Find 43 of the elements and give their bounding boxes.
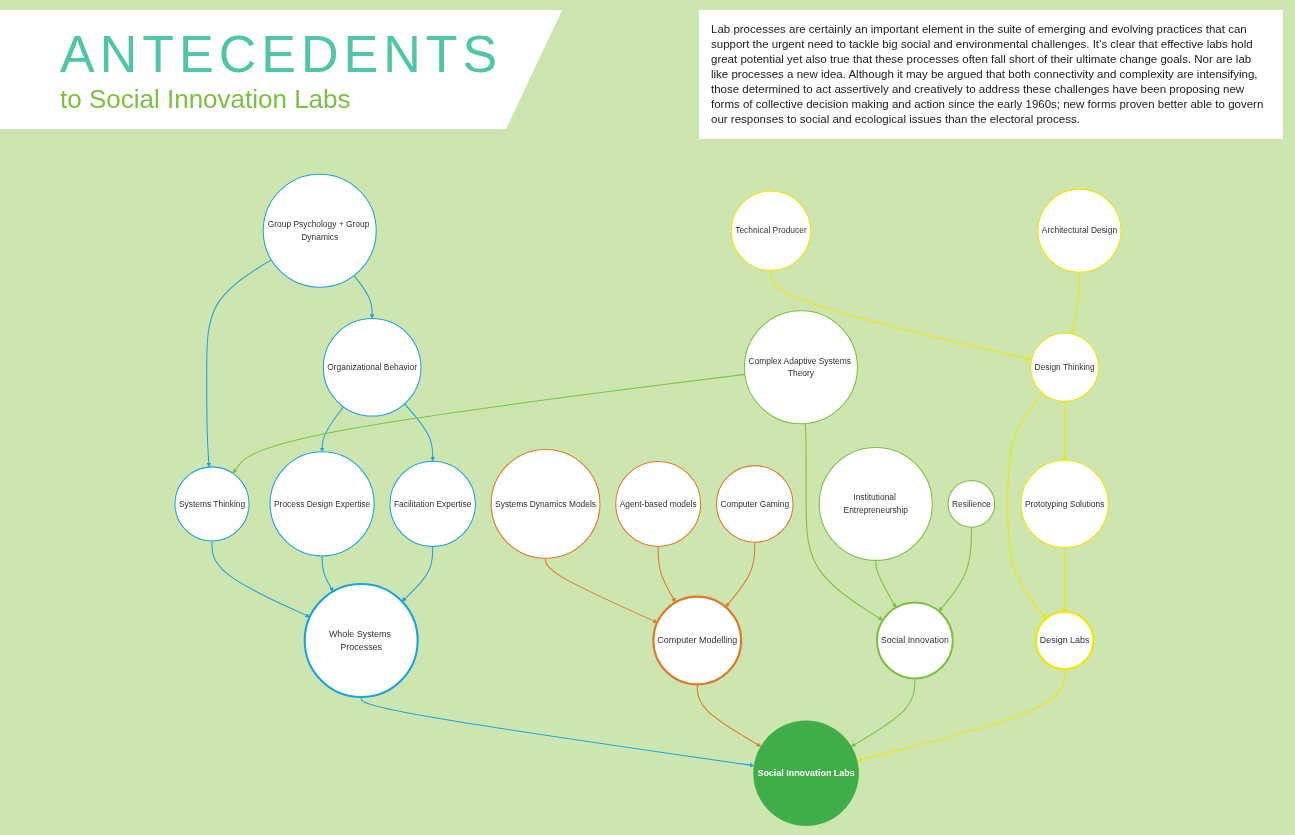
node-circle: Resilience [947,480,995,528]
node-circle: Social Innovation [875,601,954,680]
arrow [205,259,272,468]
arrow [319,406,344,453]
arrow [1006,392,1046,619]
arrow [360,696,754,768]
node-circle: Computer Modelling [651,595,742,686]
arrow [353,274,374,319]
node-circle: Facilitation Expertise [388,460,476,548]
arrow [1070,271,1080,335]
arrow [211,540,310,618]
node-circle: Design Labs [1034,610,1094,671]
node-circle: Architectural Design [1036,188,1122,273]
arrow [874,559,896,608]
arrow [804,423,883,621]
arrow [1061,400,1067,461]
node-circle: Agent-based models [614,460,701,547]
node-circle: Prototyping Solutions [1019,459,1109,549]
arrow [321,555,333,592]
arrow [544,557,657,623]
node-circle: Systems Thinking [173,466,250,542]
node-circle: Technical Producer [730,190,811,271]
note-paragraph: Lab processes are certainly an important element in the suite of emerging and evolving practices that can support the urgent need to tackle big social and environmental challenges. It’s clear that effective labs hold great potential yet also true that these processes often fall short of their ultimate change goals. Nor are lab like processes a new idea. Although it may be argued that both connectivity and complexity are intensifying, those determined to act assertively and creatively to address these challenges have been proposing new forms of collective decision making and action since the early 1960s; new forms proven better able to govern our responses to social and ecological issues than the electoral process. [699,10,1283,139]
node-circle: Institutional Entrepreneurship [818,446,933,561]
node-circle: Whole Systems Processes [303,583,419,699]
arrow [657,545,676,603]
node-circle: Group Psychology + Group Dynamics [262,173,377,288]
arrow [401,546,433,602]
arrow [724,541,755,608]
arrow [403,403,435,462]
node-circle: Systems Dynamics Models [490,449,600,559]
node-circle: Process Design Expertise [269,451,375,557]
arrow [1061,547,1067,612]
node-circle: Organizational Behavior [322,317,421,417]
node-circle: Social Innovation Labs [752,720,859,827]
node-circle: Complex Adaptive Systems Theory [743,310,858,425]
arrow [769,269,1032,361]
arrow [232,373,745,474]
title: ANTECEDENTS [60,24,503,84]
subtitle: to Social Innovation Labs [60,84,352,115]
node-circle: Design Thinking [1029,332,1099,402]
arrow [938,526,972,612]
node-circle: Computer Gaming [715,465,794,543]
